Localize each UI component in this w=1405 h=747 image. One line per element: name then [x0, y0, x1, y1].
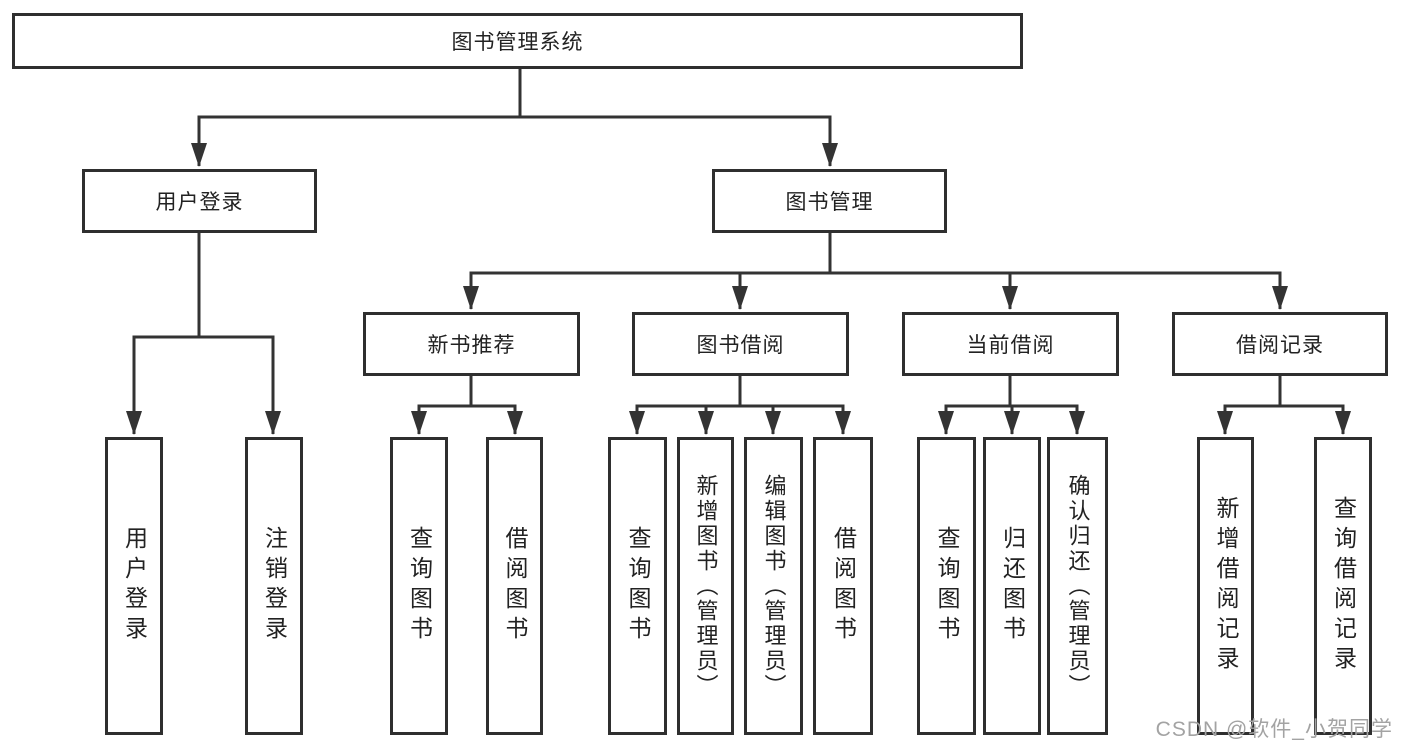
edges-book-management — [463, 233, 1288, 310]
edges-user-login — [126, 233, 281, 435]
node-root: 图书管理系统 — [12, 13, 1023, 69]
csdn-watermark: CSDN @软件_小贺同学 — [1155, 718, 1393, 741]
edges-book-borrow — [629, 376, 851, 435]
leaf-add-book-admin: 新增图书（管理员） — [677, 437, 734, 735]
leaf-query-book-borrow: 查询图书 — [608, 437, 667, 735]
node-user-login-branch: 用户登录 — [82, 169, 317, 233]
node-new-book-recommend: 新书推荐 — [363, 312, 580, 376]
leaf-query-book-newbook: 查询图书 — [390, 437, 448, 735]
edges-current-borrow — [938, 376, 1085, 435]
node-borrow-records: 借阅记录 — [1172, 312, 1388, 376]
edges-root — [191, 69, 838, 167]
leaf-query-borrow-record: 查询借阅记录 — [1314, 437, 1372, 735]
leaf-borrow-book-borrow: 借阅图书 — [813, 437, 873, 735]
node-book-management: 图书管理 — [712, 169, 947, 233]
leaf-return-book: 归还图书 — [983, 437, 1041, 735]
leaf-edit-book-admin: 编辑图书（管理员） — [744, 437, 803, 735]
edges-borrow-records — [1217, 376, 1351, 435]
leaf-query-book-current: 查询图书 — [917, 437, 976, 735]
node-current-borrow: 当前借阅 — [902, 312, 1119, 376]
leaf-user-login: 用户登录 — [105, 437, 163, 735]
leaf-borrow-book-newbook: 借阅图书 — [486, 437, 543, 735]
leaf-confirm-return-admin: 确认归还（管理员） — [1047, 437, 1108, 735]
node-book-borrow: 图书借阅 — [632, 312, 849, 376]
leaf-add-borrow-record: 新增借阅记录 — [1197, 437, 1254, 735]
leaf-logout: 注销登录 — [245, 437, 303, 735]
edges-new-book — [411, 376, 523, 435]
